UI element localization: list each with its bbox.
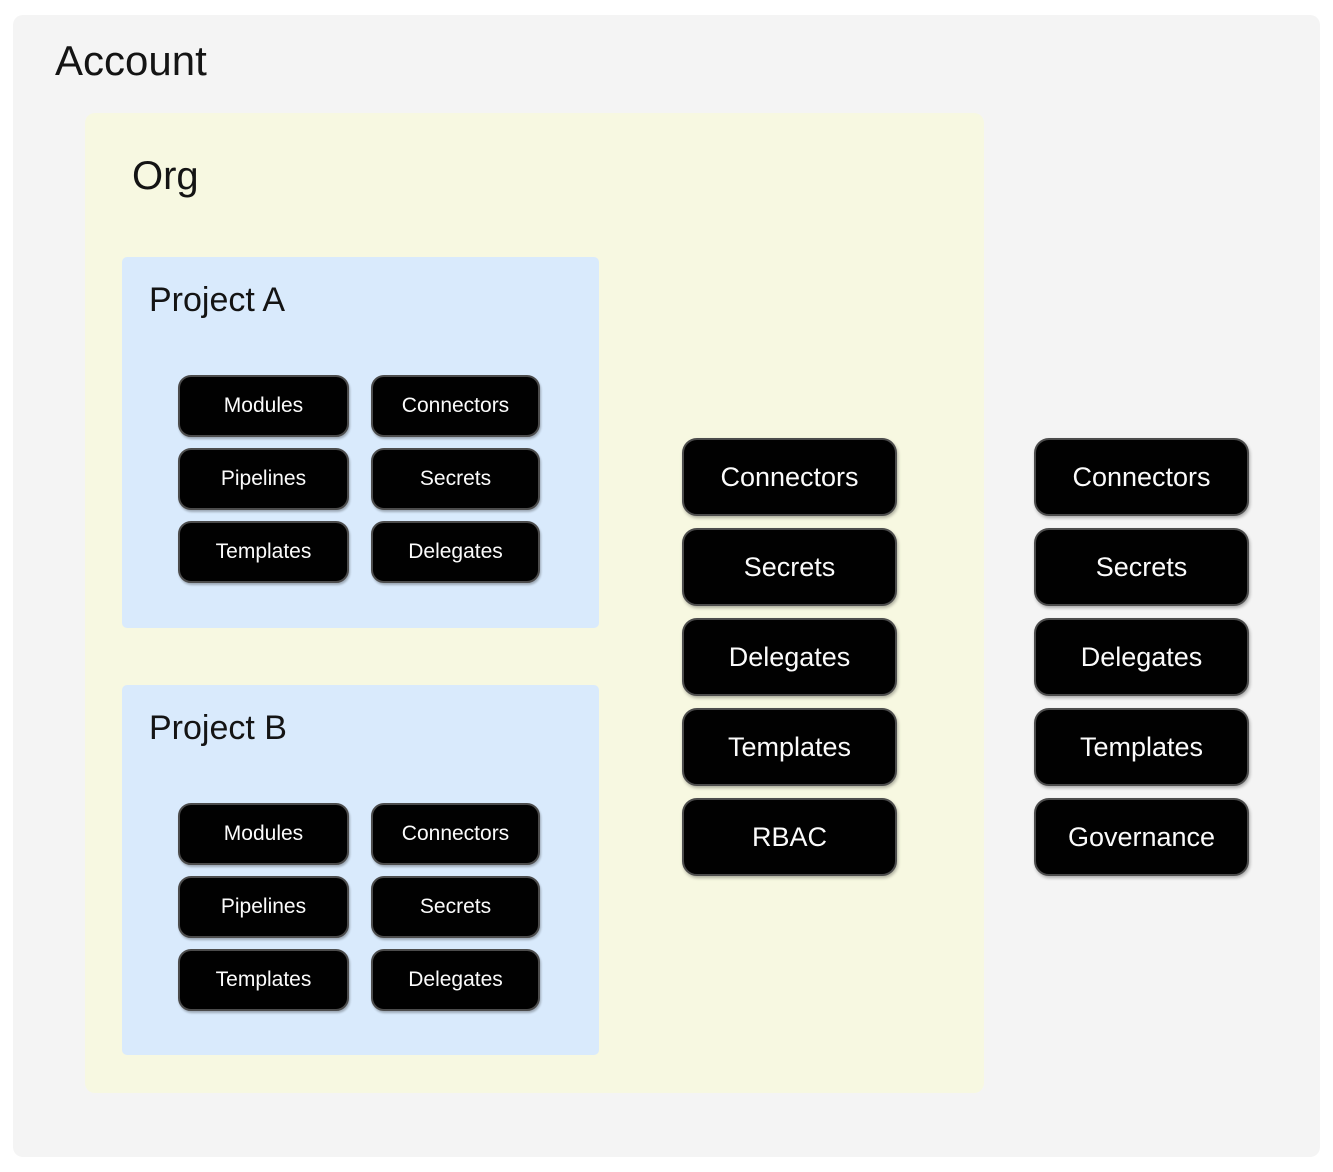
- org-container: Org Project A Modules Connectors Pipelin…: [85, 113, 984, 1093]
- project-b-chip-delegates: Delegates: [371, 949, 540, 1011]
- project-b-chip-templates: Templates: [178, 949, 349, 1011]
- project-a-resource-grid: Modules Connectors Pipelines Secrets Tem…: [178, 375, 540, 583]
- project-a-container: Project A Modules Connectors Pipelines S…: [122, 257, 599, 628]
- project-b-resource-grid: Modules Connectors Pipelines Secrets Tem…: [178, 803, 540, 1011]
- org-pill-delegates: Delegates: [682, 618, 897, 696]
- project-a-chip-modules: Modules: [178, 375, 349, 437]
- project-a-chip-connectors: Connectors: [371, 375, 540, 437]
- account-resource-column: Connectors Secrets Delegates Templates G…: [1034, 438, 1249, 876]
- org-pill-secrets: Secrets: [682, 528, 897, 606]
- project-b-title: Project B: [149, 709, 287, 747]
- project-b-chip-pipelines: Pipelines: [178, 876, 349, 938]
- account-pill-governance: Governance: [1034, 798, 1249, 876]
- account-pill-secrets: Secrets: [1034, 528, 1249, 606]
- org-resource-column: Connectors Secrets Delegates Templates R…: [682, 438, 897, 876]
- project-b-chip-connectors: Connectors: [371, 803, 540, 865]
- project-a-chip-pipelines: Pipelines: [178, 448, 349, 510]
- org-title: Org: [132, 154, 199, 198]
- project-a-chip-delegates: Delegates: [371, 521, 540, 583]
- project-a-chip-templates: Templates: [178, 521, 349, 583]
- account-pill-templates: Templates: [1034, 708, 1249, 786]
- project-a-chip-secrets: Secrets: [371, 448, 540, 510]
- org-pill-rbac: RBAC: [682, 798, 897, 876]
- project-b-chip-modules: Modules: [178, 803, 349, 865]
- org-pill-templates: Templates: [682, 708, 897, 786]
- account-pill-connectors: Connectors: [1034, 438, 1249, 516]
- org-pill-connectors: Connectors: [682, 438, 897, 516]
- project-b-chip-secrets: Secrets: [371, 876, 540, 938]
- account-container: Account Org Project A Modules Connectors…: [13, 15, 1320, 1157]
- account-title: Account: [55, 37, 207, 84]
- project-b-container: Project B Modules Connectors Pipelines S…: [122, 685, 599, 1055]
- account-pill-delegates: Delegates: [1034, 618, 1249, 696]
- project-a-title: Project A: [149, 281, 286, 319]
